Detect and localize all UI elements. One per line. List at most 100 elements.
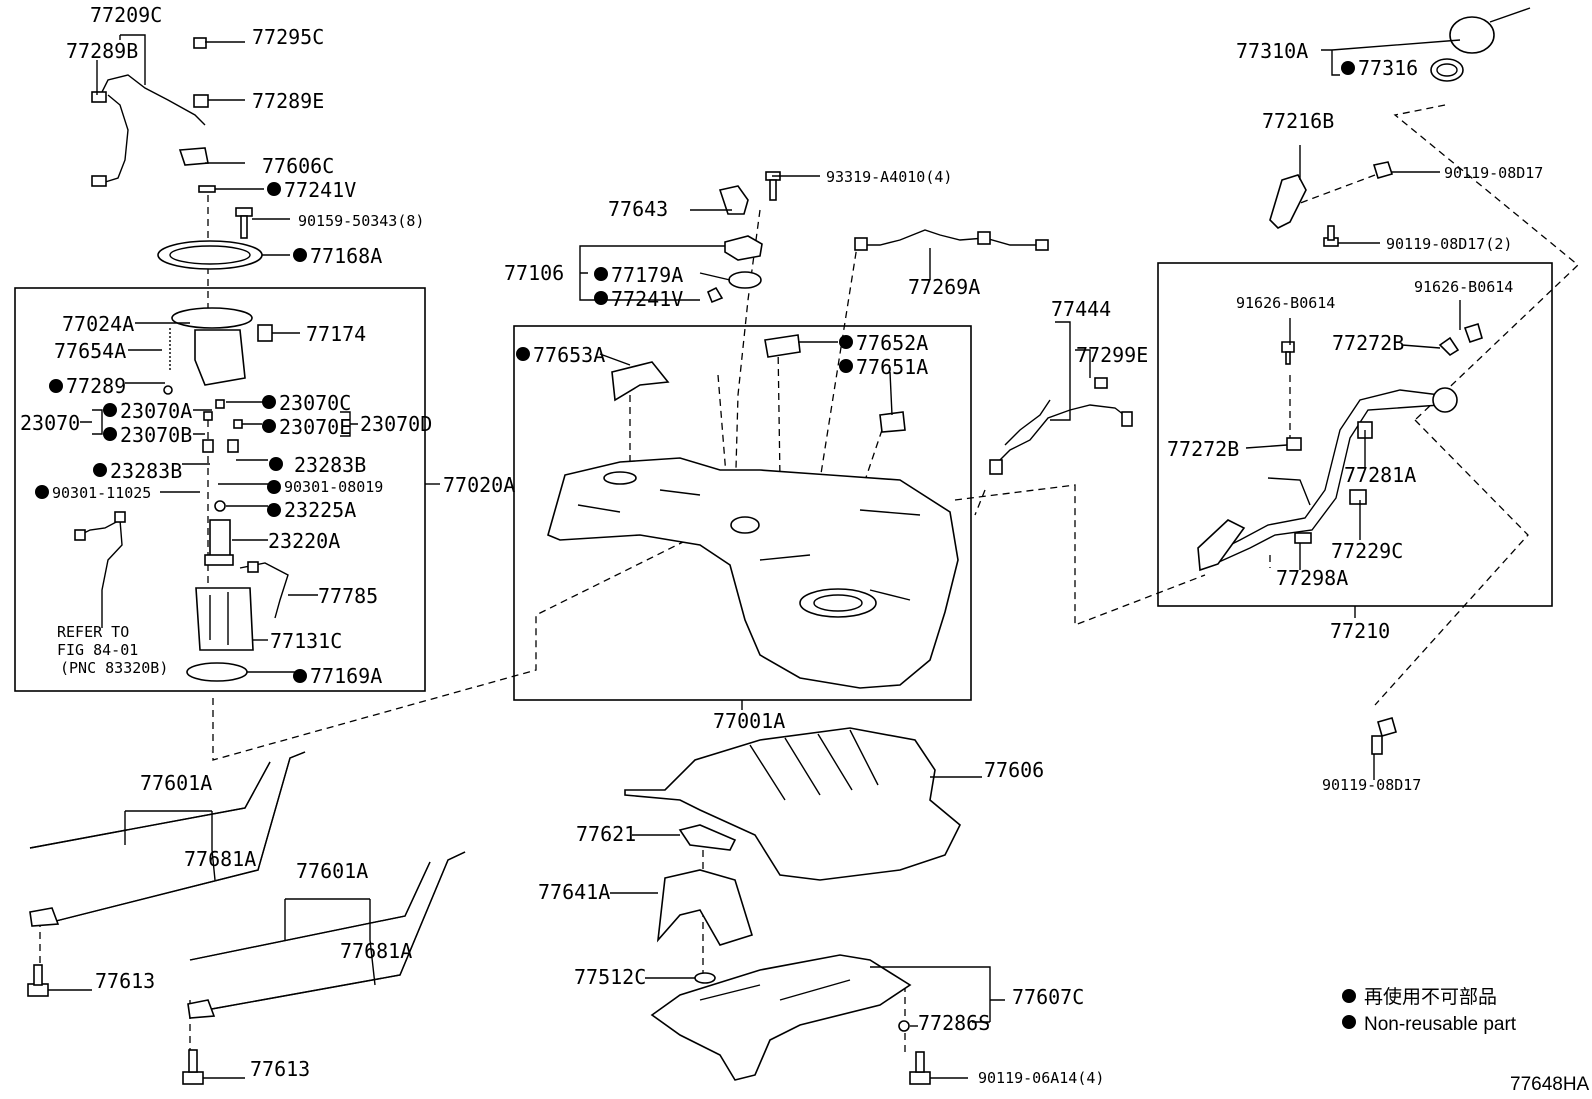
label-77316: 77316 [1358,56,1418,80]
label-23283b-b: 23283B [294,453,366,477]
label-77641a: 77641A [538,880,610,904]
label-77169a: 77169A [310,664,382,688]
label-77607c: 77607C [1012,985,1084,1009]
gasket-77168a [157,240,263,270]
label-77295c: 77295C [252,25,324,49]
label-91626-b0614-a: 91626-B0614 [1236,294,1335,312]
fuel-pump-assembly-box [14,287,426,692]
label-91626-b0614-b: 91626-B0614 [1414,278,1513,296]
label-77512c: 77512C [574,965,646,989]
nut-77286s [898,1020,910,1032]
label-77289b: 77289B [66,39,138,63]
label-90159-50343: 90159-50343(8) [298,212,424,230]
hose-77444 [989,377,1133,475]
part-labels: 77209C 77289B 77295C 77289E 77606C 77241… [20,3,1543,1087]
label-77174: 77174 [306,322,366,346]
label-77654a: 77654A [54,339,126,363]
protector-77641a [656,869,753,946]
label-77020a: 77020A [443,473,515,497]
label-77613-a: 77613 [95,969,155,993]
sending-unit-77106 [706,171,781,304]
label-77281a: 77281A [1344,463,1416,487]
label-refer-2: FIG 84-01 [57,641,138,659]
label-77601a-a: 77601A [140,771,212,795]
label-23070: 23070 [20,411,80,435]
label-77210: 77210 [1330,619,1390,643]
label-90301-11025: 90301-11025 [52,484,151,502]
label-refer-3: (PNC 83320B) [60,659,168,677]
strap-77601a-lower [187,851,466,1019]
label-77613-b: 77613 [250,1057,310,1081]
label-77681a-b: 77681A [340,939,412,963]
insulator-77653a [611,361,670,402]
fuel-cap-77310a [1430,7,1531,82]
label-23070a: 23070A [120,399,192,423]
pad-77651a [879,411,906,433]
label-90119-06a14: 90119-06A14(4) [978,1069,1104,1087]
legend-jp: 再使用不可部品 [1364,986,1497,1008]
protector-77607c [650,954,912,1081]
label-23070b: 23070B [120,423,192,447]
label-77179a: 77179A [611,263,683,287]
label-77241v-b: 77241V [611,287,683,311]
label-90119-08d17-b: 90119-08D17 [1322,776,1421,794]
pad-77652a [764,334,801,358]
label-23070c: 23070C [279,391,351,415]
figure-code: 77648HA [1510,1074,1590,1095]
label-77272b-a: 77272B [1332,331,1404,355]
label-77653a: 77653A [533,343,605,367]
label-77643: 77643 [608,197,668,221]
label-23070d: 23070D [360,412,432,436]
label-77298a: 77298A [1276,566,1348,590]
label-90119-08d17-a: 90119-08D17 [1444,164,1543,182]
label-77299e: 77299E [1076,343,1148,367]
label-77269a: 77269A [908,275,980,299]
label-77652a: 77652A [856,331,928,355]
label-77289e: 77289E [252,89,324,113]
label-23220a: 23220A [268,529,340,553]
label-77310a: 77310A [1236,39,1308,63]
bolt-90119-06a14 [909,1051,931,1085]
label-77606: 77606 [984,758,1044,782]
label-77106: 77106 [504,261,564,285]
bolt-lower-right [1371,717,1397,755]
fuel-tank-77001a [547,457,959,689]
filler-pipe-77210 [1197,322,1483,572]
label-77024a: 77024A [62,312,134,336]
label-77785: 77785 [318,584,378,608]
label-90301-08019: 90301-08019 [284,478,383,496]
label-77209c: 77209C [90,3,162,27]
label-23070e: 23070E [279,415,351,439]
strap-77601a-upper [29,751,306,927]
label-77601a-b: 77601A [296,859,368,883]
label-refer-1: REFER TO [57,623,129,641]
label-77216b: 77216B [1262,109,1334,133]
wire-harness-77209c [91,37,216,193]
fuel-pump-module-77024a [163,307,289,682]
label-77621: 77621 [576,822,636,846]
sender-gauge-ref [74,511,126,628]
label-77229c: 77229C [1331,539,1403,563]
label-93319-a4010: 93319-A4010(4) [826,168,952,186]
label-77681a-a: 77681A [184,847,256,871]
label-77131c: 77131C [270,629,342,653]
legend-en: Non-reusable part [1364,1014,1517,1035]
bolt-90159 [235,207,253,239]
label-77241v-a: 77241V [284,178,356,202]
bracket-77216b [1269,174,1307,229]
hose-77269a [854,229,1049,251]
leader-lines [48,34,1461,1079]
non-reusable-markers [35,61,1356,1029]
label-77001a: 77001A [713,709,785,733]
label-23225a: 23225A [284,498,356,522]
label-23283b-a: 23283B [110,459,182,483]
bolt-90119-08d17 [1323,161,1394,247]
protector-77606 [624,727,961,881]
label-77606c: 77606C [262,154,334,178]
label-77651a: 77651A [856,355,928,379]
label-77168a: 77168A [310,244,382,268]
clip-77512c [694,972,716,984]
legend: 再使用不可部品 Non-reusable part [1364,986,1517,1035]
